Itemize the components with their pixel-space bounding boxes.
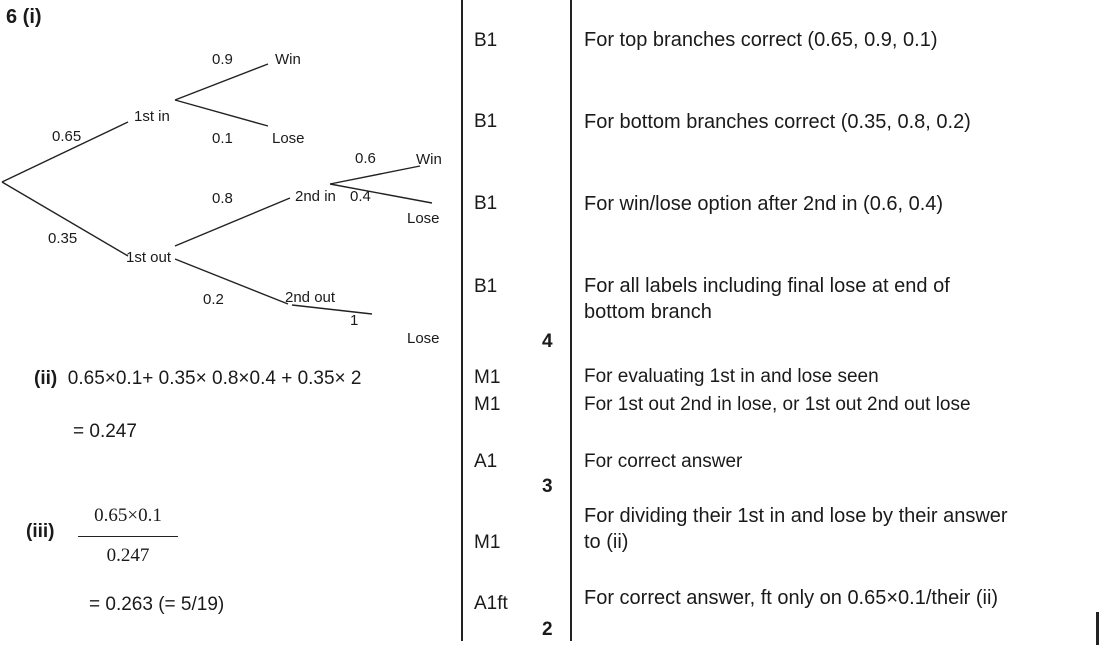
branch-second-in [174,197,291,247]
prob-win-after-first: 0.9 [212,51,233,68]
label-lose-second: Lose [407,210,440,227]
mark-code: B1 [474,30,498,51]
label-second-in: 2nd in [295,188,336,205]
part-iii-fraction: 0.65×0.1 0.247 [78,505,178,567]
tree-diagram: 0.65 0.35 1st in 1st out 0.9 Win 0.1 Los… [1,51,442,347]
fraction-denominator: 0.247 [106,545,150,566]
part-total: 4 [542,331,553,352]
part-iii-result: = 0.263 (= 5/19) [89,594,225,615]
branch-first-out [1,181,129,257]
part-i-heading: 6 (i) [6,6,42,28]
mark-code: B1 [474,111,498,132]
prob-second-out: 0.2 [203,291,224,308]
mark-comment: For bottom branches correct (0.35, 0.8, … [584,111,971,133]
prob-first-in: 0.65 [52,128,81,145]
prob-final-lose: 1 [350,312,358,329]
branch-win-after-second [329,165,421,185]
mark-code: B1 [474,276,498,297]
mark-comment: For evaluating 1st in and lose seen [584,366,879,387]
mark-comment: For dividing their 1st in and lose by th… [584,505,1008,553]
part-ii-result: = 0.247 [73,421,137,442]
mark-comment: For correct answer [584,451,743,472]
label-win-top: Win [275,51,301,68]
mark-code: A1 [474,451,498,472]
prob-win-after-second: 0.6 [355,150,376,167]
part-ii-label: (ii) [34,368,58,389]
branch-lose-after-second [329,183,433,204]
mark-comment: For 1st out 2nd in lose, or 1st out 2nd … [584,394,971,415]
mark-comment: For top branches correct (0.65, 0.9, 0.1… [584,29,938,51]
label-first-in: 1st in [134,108,170,125]
part-iii-label: (iii) [26,521,55,542]
mark-code: M1 [474,394,501,415]
label-lose-top: Lose [272,130,305,147]
column-rule-left [461,0,463,641]
column-rule-right [570,0,572,641]
prob-lose-after-first: 0.1 [212,130,233,147]
label-win-second: Win [416,151,442,168]
part-ii-expression: 0.65×0.1+ 0.35× 0.8×0.4 + 0.35× 2 [67,368,362,389]
mark-code: M1 [474,532,501,553]
prob-first-out: 0.35 [48,230,77,247]
text-cursor [1096,612,1099,645]
branch-final-lose [291,304,373,315]
mark-comment: For correct answer, ft only on 0.65×0.1/… [584,587,999,609]
part-ii-line: (ii) 0.65×0.1+ 0.35× 0.8×0.4 + 0.35× 2 [34,368,362,390]
part-total: 2 [542,619,553,640]
mark-code: M1 [474,367,501,388]
mark-code: B1 [474,193,498,214]
fraction-numerator: 0.65×0.1 [94,505,162,526]
mark-comment: For all labels including final lose at e… [584,275,950,323]
branch-second-out [174,258,289,305]
mark-comment: For win/lose option after 2nd in (0.6, 0… [584,193,944,215]
branch-lose-after-first [174,99,269,127]
part-total: 3 [542,476,553,497]
label-first-out: 1st out [126,249,172,266]
fraction-bar [78,536,178,537]
mark-code: A1ft [474,593,508,614]
prob-lose-after-second: 0.4 [350,188,371,205]
label-second-out: 2nd out [285,289,336,306]
prob-second-in: 0.8 [212,190,233,207]
branch-first-in [1,121,129,183]
branch-win-after-first [174,63,269,101]
label-lose-final: Lose [407,330,440,347]
